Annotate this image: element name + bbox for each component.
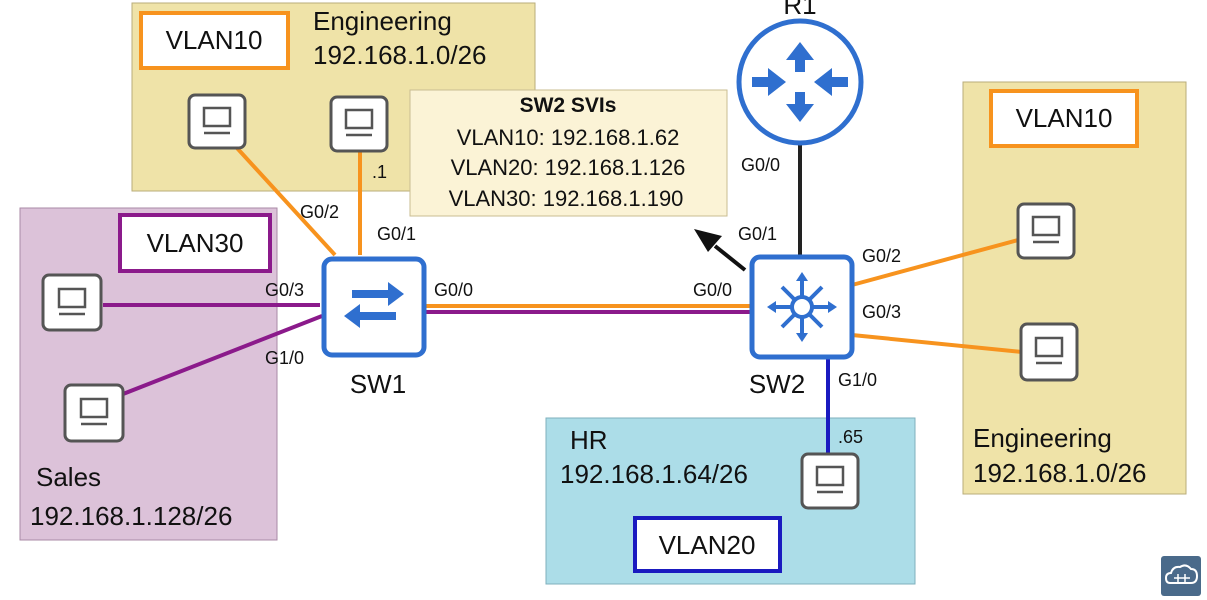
zone-name-sales: Sales: [36, 462, 101, 492]
pc-icon: [1019, 322, 1079, 382]
vlan-label-hr: VLAN20: [659, 530, 756, 560]
switch-sw2-label: SW2: [749, 369, 805, 399]
port-sw2-g10: G1/0: [838, 370, 877, 390]
svi-box: [409, 89, 728, 217]
router-icon: [736, 18, 864, 146]
link-engpc1-sw1: [235, 146, 337, 257]
vlan-badge-eng-right: [989, 89, 1139, 148]
pc-icon: [1016, 202, 1076, 260]
pc-eng-right-2[interactable]: [1019, 322, 1079, 382]
cloud-logo-icon: [1161, 556, 1201, 596]
zone-subnet-eng-right: 192.168.1.0/26: [973, 458, 1147, 488]
switch-sw2[interactable]: [749, 254, 855, 360]
svi-line-vlan10: VLAN10: 192.168.1.62: [457, 125, 680, 150]
link-sw2-engpc4: [851, 333, 1023, 354]
port-sw1-g03: G0/3: [265, 280, 304, 300]
router-r1-label: R1: [783, 0, 816, 20]
router-r1[interactable]: [736, 18, 864, 146]
links: [103, 135, 1023, 453]
port-sw2-g01: G0/1: [738, 224, 777, 244]
link-sw2-engpc3: [851, 238, 1019, 287]
svi-pointer-arrow: [694, 229, 747, 272]
pc-hr[interactable]: [800, 452, 860, 510]
switch-sw1-label: SW1: [350, 369, 406, 399]
vlan-label-eng-top: VLAN10: [166, 25, 263, 55]
port-r1-g00: G0/0: [741, 155, 780, 175]
vlan-badge-hr: [633, 516, 782, 573]
zone-name-eng-right: Engineering: [973, 423, 1112, 453]
vlan-badge-sales: [118, 213, 272, 273]
pc-eng-right-1[interactable]: [1016, 202, 1076, 260]
port-sw1-g02: G0/2: [300, 202, 339, 222]
port-sw1-g00: G0/0: [434, 280, 473, 300]
switch-icon: [321, 256, 427, 358]
pc-icon: [187, 93, 247, 150]
pc-icon: [329, 95, 389, 153]
pc-icon: [41, 273, 103, 332]
port-sw2-g00: G0/0: [693, 280, 732, 300]
pc-icon: [800, 452, 860, 510]
vlan-label-sales: VLAN30: [147, 228, 244, 258]
svi-box-title: SW2 SVIs: [520, 94, 617, 117]
zone-name-hr: HR: [570, 425, 608, 455]
vlan-label-eng-right: VLAN10: [1016, 103, 1113, 133]
port-sw1-g10: G1/0: [265, 348, 304, 368]
pc-eng-top-1[interactable]: [187, 93, 247, 150]
zone-engineering-right: [962, 81, 1187, 495]
port-sw2-g02: G0/2: [862, 246, 901, 266]
pc-sales-2[interactable]: [63, 383, 125, 443]
port-sw2-g03: G0/3: [862, 302, 901, 322]
svi-line-vlan30: VLAN30: 192.168.1.190: [449, 186, 684, 211]
zone-subnet-eng-top: 192.168.1.0/26: [313, 40, 487, 70]
zone-subnet-hr: 192.168.1.64/26: [560, 459, 748, 489]
switch-sw1[interactable]: [321, 256, 427, 358]
svi-line-vlan20: VLAN20: 192.168.1.126: [451, 155, 686, 180]
host-ip-hr-pc: .65: [838, 427, 863, 447]
vlan-badge-eng-top: [139, 11, 290, 70]
host-ip-eng-pc2: .1: [372, 162, 387, 182]
pc-sales-1[interactable]: [41, 273, 103, 332]
link-salespc2-sw1: [122, 314, 323, 396]
pc-icon: [63, 383, 125, 443]
zone-subnet-sales: 192.168.1.128/26: [30, 501, 232, 531]
zone-name-eng-top: Engineering: [313, 6, 452, 36]
port-sw1-g01: G0/1: [377, 224, 416, 244]
pc-eng-top-2[interactable]: [329, 95, 389, 153]
